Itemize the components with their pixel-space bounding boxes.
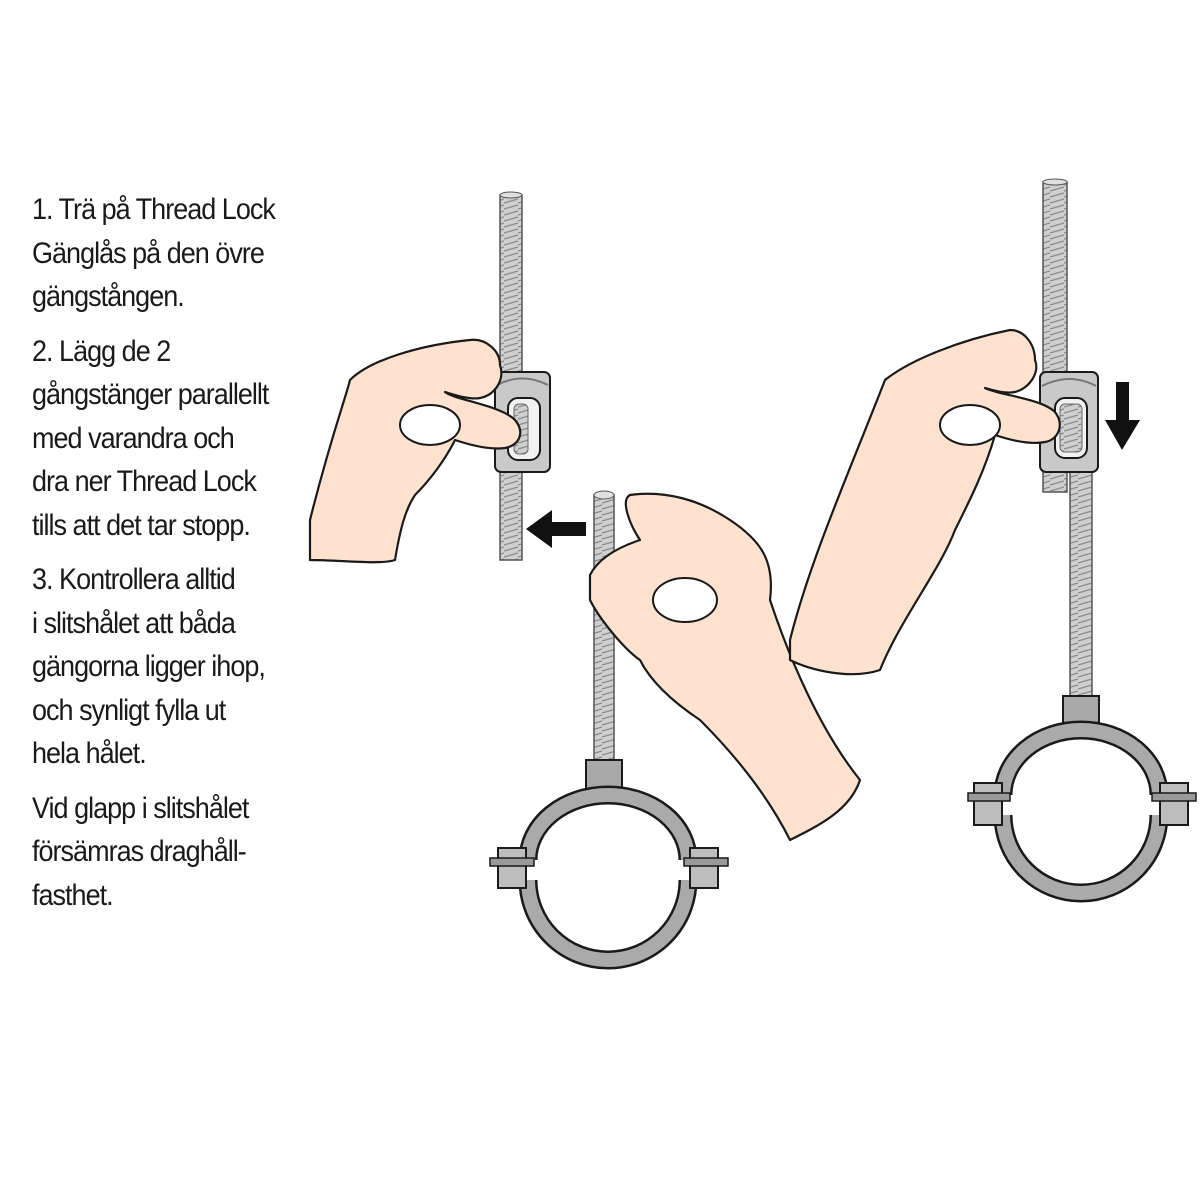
arrow-left-icon <box>526 510 586 548</box>
hand-joined <box>788 328 1061 676</box>
step2-scene <box>489 490 862 970</box>
arrow-down-icon <box>1105 382 1140 450</box>
instructions-text: 1. Trä på Thread Lock Gänglås på den övr… <box>32 188 302 928</box>
step-2-text: 2. Lägg de 2 gångstänger parallellt med … <box>32 334 269 542</box>
right-hand-finger-gap <box>652 577 718 623</box>
right-hand-lower <box>588 492 862 842</box>
step3-scene <box>788 178 1197 903</box>
step-1-text: 1. Trä på Thread Lock Gänglås på den övr… <box>32 193 276 313</box>
pipe-clamp-right <box>967 720 1197 903</box>
step-3-text: 3. Kontrollera alltid i slitshålet att b… <box>32 563 266 770</box>
left-hand-upper <box>308 338 522 564</box>
warning-note-text: Vid glapp i slitshålet försämras draghål… <box>32 791 249 912</box>
left-hand-finger-gap <box>399 404 461 446</box>
pipe-clamp-middle <box>489 785 729 970</box>
hand-joined-finger-gap <box>939 404 1001 446</box>
step1-scene <box>308 191 586 564</box>
